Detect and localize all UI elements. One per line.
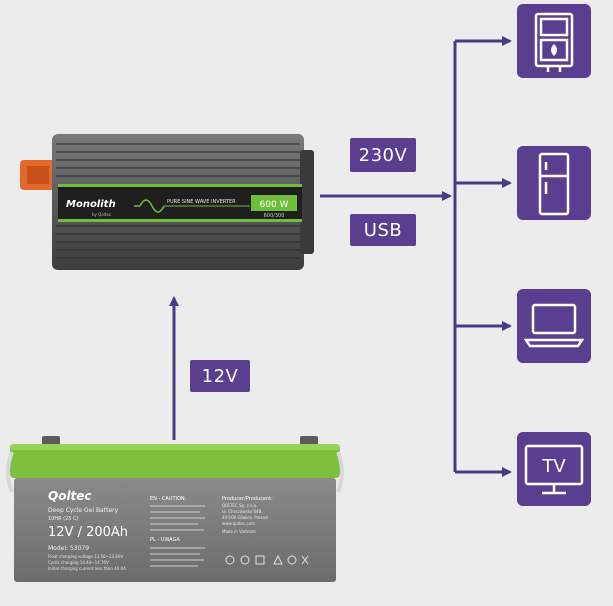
battery-producer-street: ul. Chorzowska 64B, bbox=[222, 509, 263, 514]
battery-cyclic-voltage: Cyclic charging 14.40~14.70V bbox=[48, 560, 109, 565]
inverter-power-badge bbox=[251, 195, 297, 211]
battery-caution-pl: PL - UWAGA bbox=[150, 537, 180, 543]
battery-caution-en: EN - CAUTION: bbox=[150, 496, 187, 502]
battery-terminal-positive bbox=[300, 436, 318, 446]
battery-made-in: Made in Vietnam bbox=[222, 529, 256, 534]
battery-device: Qoltec Deep Cycle Gel Battery 10HR (25 C… bbox=[6, 436, 344, 582]
distribution-bus bbox=[453, 36, 512, 477]
battery-terminal-negative bbox=[42, 436, 60, 446]
tv-icon bbox=[524, 444, 584, 495]
device-fridge bbox=[517, 146, 591, 220]
inverter-wave-type: PURE SINE WAVE INVERTER bbox=[167, 199, 236, 205]
battery-spec: 12V / 200Ah bbox=[48, 525, 128, 540]
battery-charging-current: Initial charging current less than 40.0A bbox=[48, 566, 126, 571]
inverter-brand: Monolith bbox=[66, 199, 116, 210]
inverter-rating: 600/300 bbox=[264, 213, 285, 219]
battery-producer-web: www.qoltec.com bbox=[222, 521, 255, 526]
device-laptop bbox=[517, 289, 591, 363]
battery-producer-title: Producer/Producent: bbox=[222, 496, 273, 502]
battery-type-line1: Deep Cycle Gel Battery bbox=[48, 507, 119, 514]
inverter-sub-brand: by Qoltec bbox=[92, 212, 111, 217]
tv-label: TV bbox=[541, 456, 566, 477]
inverter-device: Monolith by Qoltec PURE SINE WAVE INVERT… bbox=[20, 134, 314, 270]
tag-usb-output: USB bbox=[350, 214, 416, 246]
laptop-icon bbox=[523, 303, 585, 348]
device-tv: TV bbox=[517, 432, 591, 506]
device-boiler bbox=[517, 4, 591, 78]
fridge-icon bbox=[538, 152, 570, 216]
battery-float-voltage: Float charging voltage 13.50~13.80V bbox=[48, 554, 123, 559]
battery-type-line2: 10HR (25 C) bbox=[48, 516, 79, 522]
inverter-power: 600 W bbox=[260, 200, 289, 210]
boiler-icon bbox=[534, 12, 574, 72]
battery-brand: Qoltec bbox=[48, 489, 92, 503]
battery-producer-city: 44-100 Gliwice, Poland bbox=[222, 515, 268, 520]
battery-lid bbox=[10, 444, 340, 478]
battery-producer-name: QOLTEC Sp. z o.o. bbox=[222, 503, 257, 508]
battery-model: Model: 53079 bbox=[48, 545, 89, 552]
tag-ac-output: 230V bbox=[350, 138, 416, 172]
tag-dc-input: 12V bbox=[190, 360, 250, 392]
battery-certification-marks bbox=[225, 554, 309, 565]
